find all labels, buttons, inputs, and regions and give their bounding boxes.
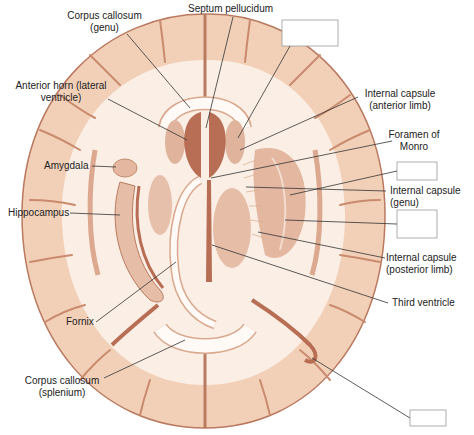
structure-label: Amygdala [44,160,88,172]
structure-label: Anterior horn (lateral ventricle) [14,80,108,103]
structure-label: Corpus callosum (genu) [62,10,147,33]
structure-label: Third ventricle [392,297,455,309]
structure-label: Internal capsule (genu) [390,185,470,208]
structure-label: Corpus callosum (splenium) [18,375,106,398]
structure-label: Septum pellucidum [188,3,273,15]
structure-label: Hippocampus [8,207,69,219]
structure-label: Internal capsule (anterior limb) [358,88,442,111]
structure-label: Foramen of Monro [388,129,440,152]
structure-label: Fornix [66,316,94,328]
structure-label: Internal capsule (posterior limb) [386,252,470,275]
